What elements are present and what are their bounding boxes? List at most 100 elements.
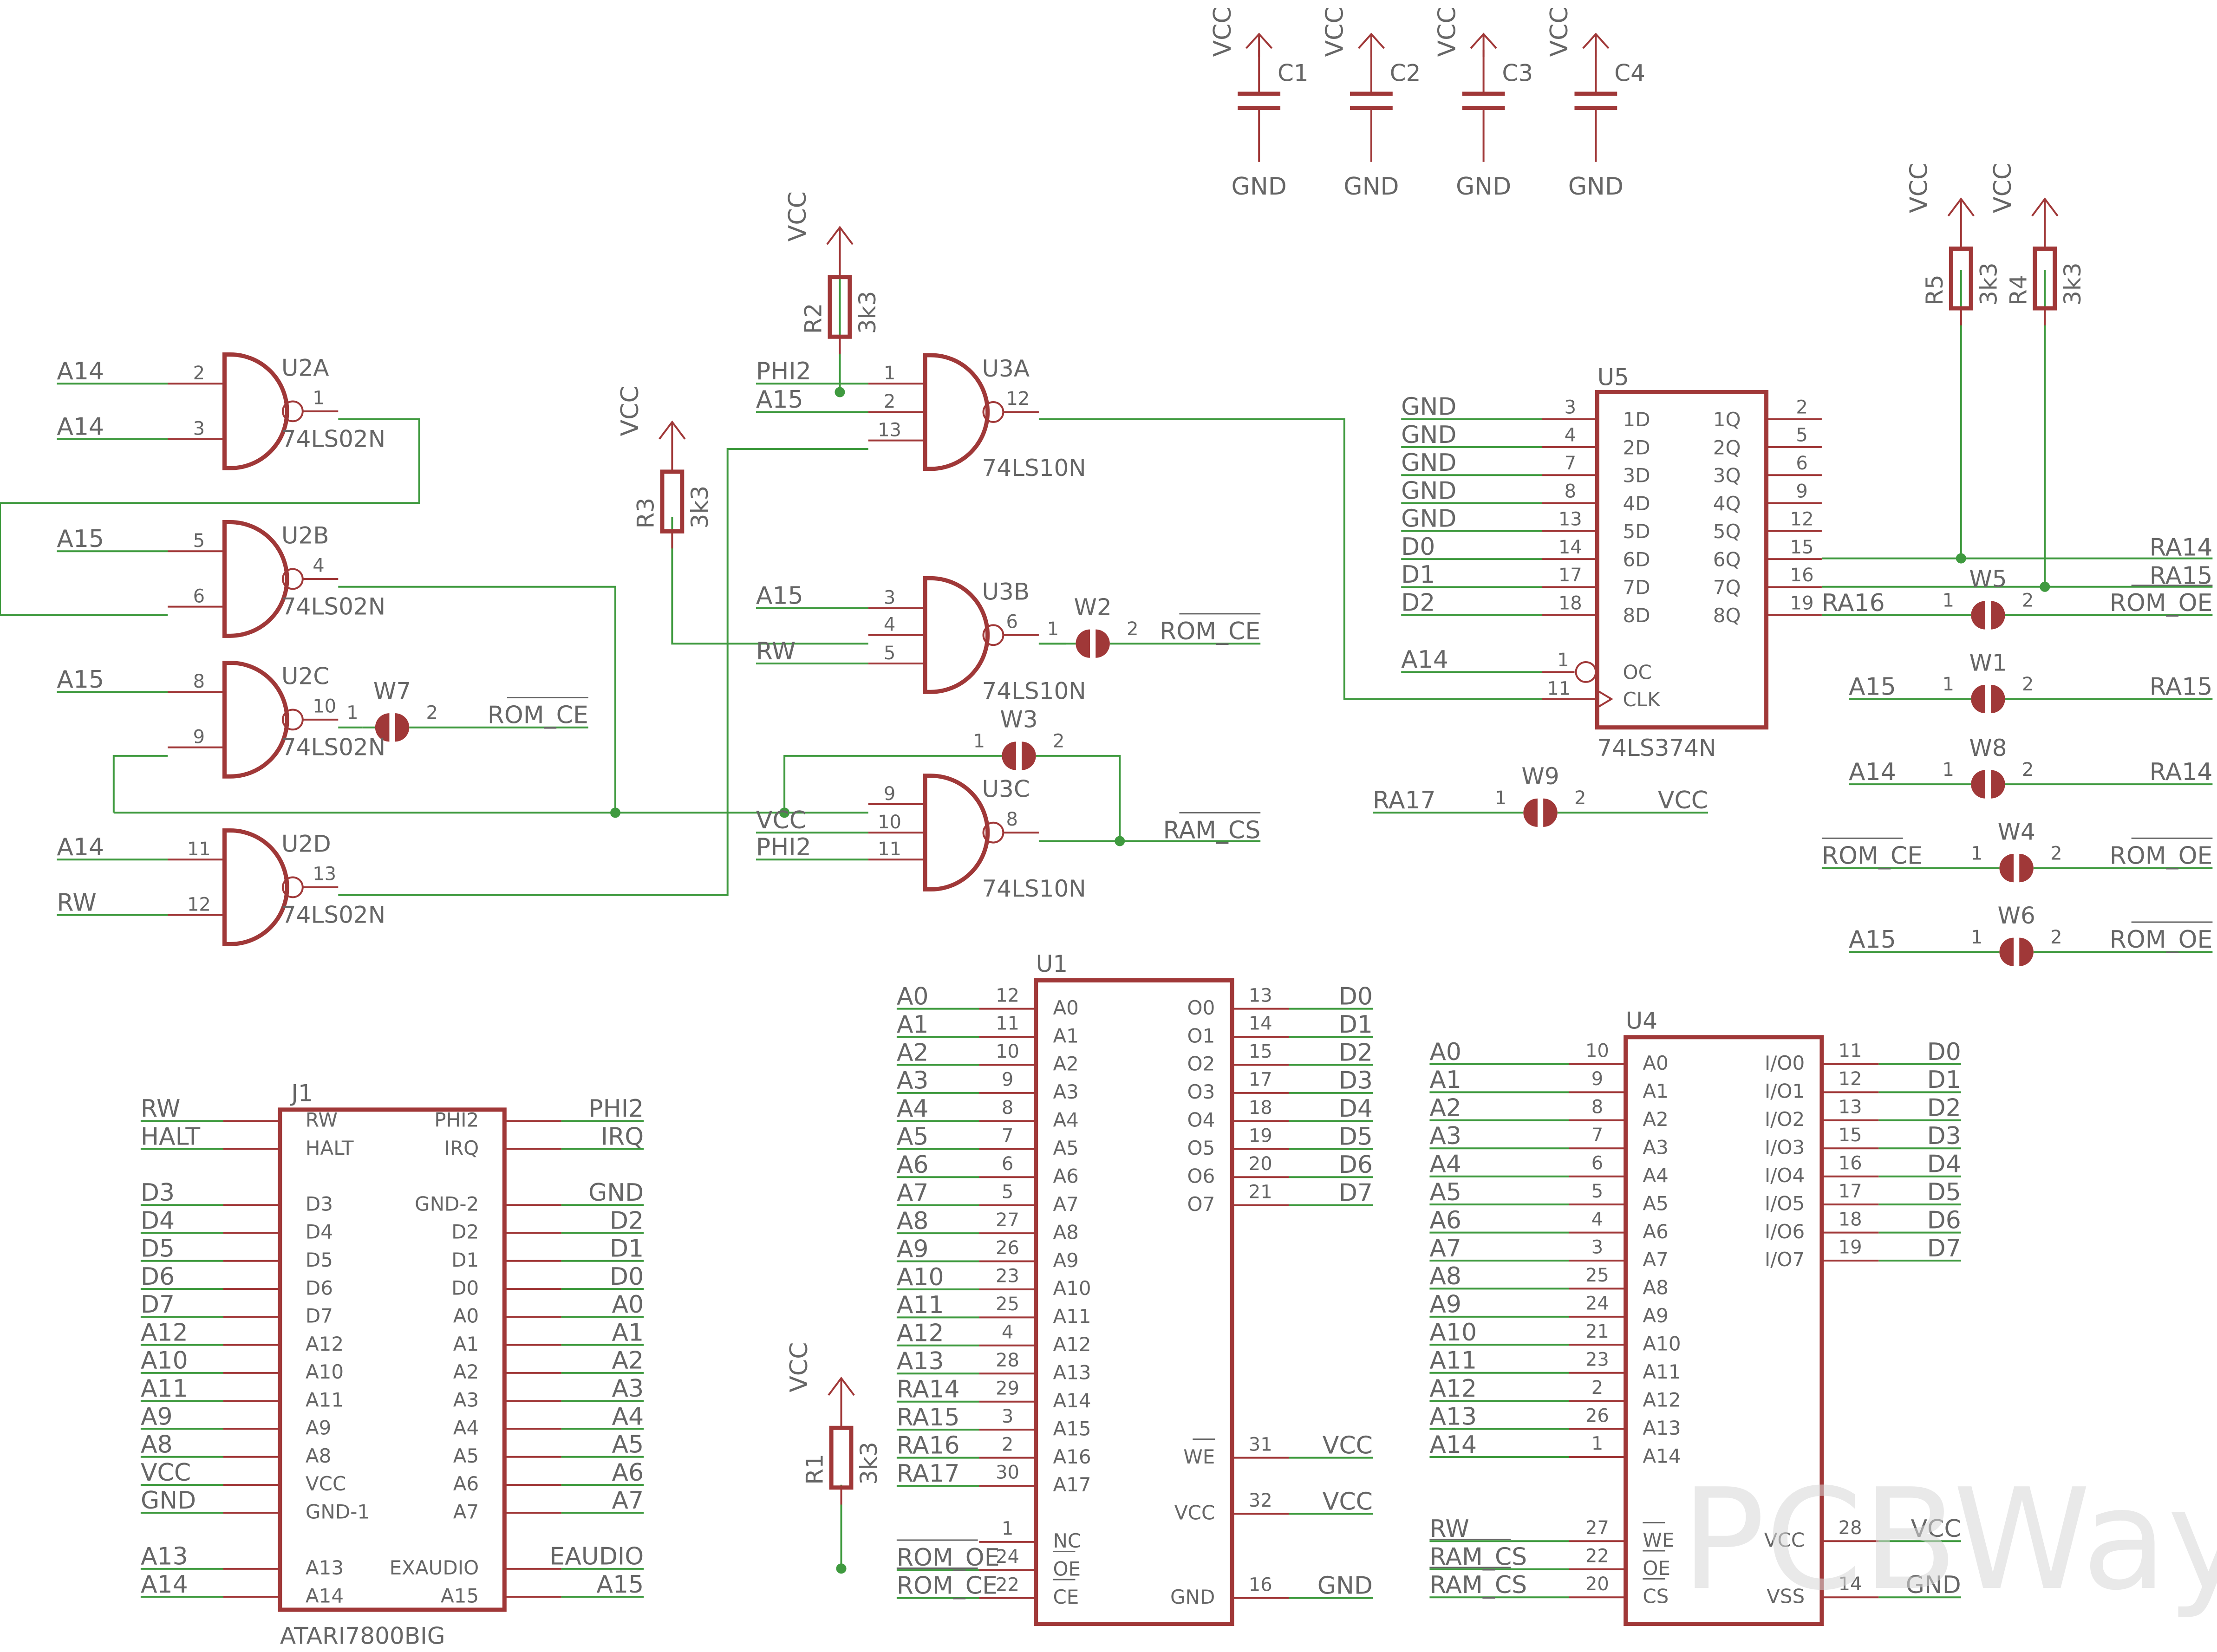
jumper-pad — [1076, 629, 1090, 658]
pin-name: I/O5 — [1765, 1192, 1805, 1215]
net-label: A5 — [612, 1431, 644, 1459]
net-label: A5 — [897, 1123, 929, 1151]
pin-name: A0 — [1053, 996, 1078, 1019]
net-label: GND — [1401, 449, 1456, 477]
pin-name: GND-1 — [306, 1501, 370, 1523]
net-label: PHI2 — [756, 358, 811, 385]
pin-name: I/O0 — [1765, 1052, 1805, 1074]
net-label: A8 — [897, 1207, 929, 1235]
pin-number: 10 — [878, 812, 901, 833]
jumper-pad — [395, 713, 410, 742]
gate-part: 74LS02N — [281, 901, 385, 928]
supply-label: VCC — [1321, 7, 1349, 57]
pin-name: 8D — [1623, 604, 1650, 627]
pin-number: 4 — [1002, 1322, 1013, 1343]
pin-number: 13 — [313, 864, 336, 885]
net-label: A13 — [897, 1347, 944, 1375]
pin-number: 22 — [1585, 1545, 1609, 1567]
jumper-pad — [1991, 770, 2005, 799]
pin-name: I/O2 — [1765, 1108, 1805, 1131]
net-label: D2 — [1339, 1039, 1373, 1067]
net-label: A0 — [612, 1291, 644, 1319]
pin-name: A14 — [1643, 1444, 1681, 1467]
pin-name: 1Q — [1713, 408, 1741, 431]
wire — [1080, 754, 1121, 841]
net-label: A10 — [1429, 1319, 1477, 1346]
inversion-bubble — [1575, 661, 1597, 683]
pin-name: A15 — [441, 1584, 479, 1607]
pin-number: 6 — [1796, 453, 1807, 474]
inversion-bubble — [281, 568, 304, 590]
pin-name: 3D — [1623, 464, 1650, 487]
net-label: A15 — [756, 582, 803, 610]
pin-number: 3 — [1591, 1237, 1603, 1258]
pin-name: D5 — [306, 1249, 333, 1271]
net-label: D5 — [141, 1235, 175, 1263]
pin-name: D7 — [306, 1305, 333, 1327]
pin-number: 16 — [1839, 1152, 1862, 1174]
pin-name: A6 — [453, 1472, 479, 1495]
pin-number: 26 — [1585, 1405, 1609, 1426]
net-label: A4 — [897, 1095, 929, 1123]
net-label: RW — [57, 889, 96, 917]
pin-name: D1 — [451, 1249, 479, 1271]
net-label: ROM_OE — [2110, 589, 2213, 617]
net-label: VCC — [1911, 1515, 1961, 1543]
capacitor-ref: C4 — [1614, 59, 1645, 86]
pin-name: WE — [1643, 1529, 1674, 1552]
gate-part: 74LS02N — [281, 425, 385, 452]
pin-number: 27 — [996, 1210, 1019, 1231]
net-label: RAM_CS — [1429, 1571, 1527, 1599]
pin-name: O2 — [1187, 1053, 1215, 1075]
pin-name: 4D — [1623, 492, 1650, 515]
pin-number: 2 — [1053, 731, 1064, 752]
pin-number: 16 — [1249, 1574, 1272, 1595]
supply-label: GND — [1568, 173, 1624, 201]
jumper-pad — [1095, 629, 1110, 658]
net-label: A11 — [897, 1291, 944, 1319]
resistor-value: 3k3 — [686, 486, 713, 529]
pin-name: I/O7 — [1765, 1248, 1805, 1271]
wire — [0, 418, 420, 616]
pin-name: A9 — [306, 1417, 331, 1439]
pin-name: A8 — [1643, 1276, 1668, 1299]
pin-name: A13 — [1053, 1361, 1091, 1384]
net-label: D0 — [1401, 533, 1435, 561]
pin-name: CLK — [1623, 688, 1661, 711]
pin-name: VSS — [1767, 1585, 1805, 1607]
pin-number: 11 — [1547, 678, 1571, 699]
net-label: GND — [1401, 477, 1456, 505]
gate-ref: U3A — [982, 355, 1030, 382]
net-label: D7 — [1339, 1179, 1373, 1207]
capacitor-ref: C2 — [1390, 59, 1421, 86]
pin-number: 8 — [193, 671, 205, 692]
inversion-bubble — [982, 624, 1004, 646]
pin-name: 6D — [1623, 548, 1650, 571]
net-label: RW — [141, 1095, 180, 1123]
net-label: D7 — [1927, 1235, 1961, 1262]
pin-name: OE — [1053, 1558, 1081, 1580]
net-label: A11 — [141, 1375, 188, 1403]
pin-number: 14 — [1839, 1574, 1862, 1595]
pin-number: 21 — [1249, 1181, 1272, 1203]
pin-name: O5 — [1187, 1137, 1215, 1159]
net-label: RA17 — [897, 1460, 960, 1488]
pin-number: 2 — [884, 391, 895, 412]
jumper-pad — [1999, 937, 2014, 966]
net-label: A14 — [1401, 646, 1448, 674]
net-label: ROM_CE — [1160, 618, 1260, 645]
net-label: D5 — [1339, 1123, 1373, 1151]
resistor-value: 3k3 — [855, 1442, 882, 1485]
net-label: D0 — [1339, 982, 1373, 1010]
pin-name: I/O4 — [1765, 1164, 1805, 1187]
pin-name: A4 — [453, 1417, 479, 1439]
net-label: D6 — [1927, 1206, 1961, 1234]
pin-name: A11 — [1053, 1305, 1091, 1328]
net-label: A15 — [57, 525, 104, 553]
pin-name: A0 — [453, 1305, 479, 1327]
net-label: A15 — [756, 386, 803, 414]
pin-number: 12 — [996, 985, 1019, 1006]
supply-label: GND — [1232, 173, 1287, 201]
net-label: GND — [1401, 505, 1456, 533]
gate-ref: U3C — [982, 776, 1030, 803]
